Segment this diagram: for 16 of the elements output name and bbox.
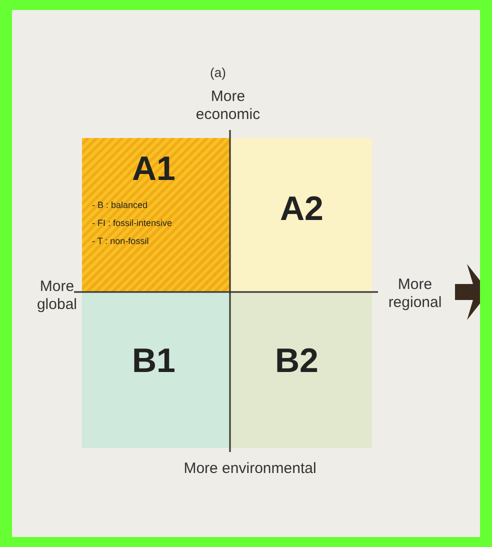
scenario-label: B2 (275, 342, 318, 381)
scenario-quadrant (82, 292, 230, 448)
axis-label: More environmental (182, 460, 318, 478)
scenario-quadrant (230, 292, 372, 448)
axis-label: More global (36, 278, 78, 314)
scenario-label: B1 (132, 342, 176, 381)
scenario-label: A1 (132, 150, 176, 189)
scenario-label: A2 (280, 190, 324, 229)
axis-label: More regional (387, 276, 443, 312)
panel-label: (a) (209, 64, 227, 82)
scenario-quadrant (82, 138, 230, 292)
axis-label: More economic (194, 88, 262, 124)
scenario-family-note: - B : balanced (92, 200, 148, 210)
scenario-family-note: - FI : fossil-intensive (92, 218, 172, 228)
scenario-quadrant (230, 138, 372, 292)
scenario-family-note: - T : non-fossil (92, 236, 149, 246)
